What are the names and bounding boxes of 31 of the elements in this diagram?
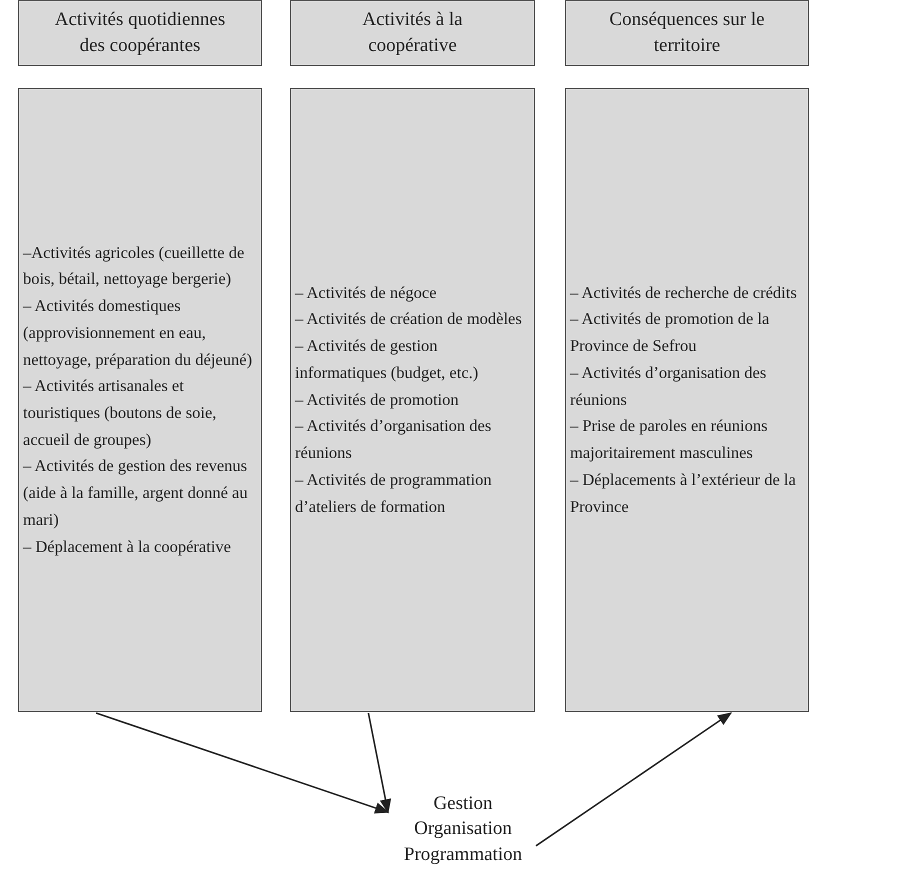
- list-item: – Déplacement à la coopérative: [23, 536, 232, 558]
- list-item: – Activités artisanales et touristiques (boutons de soie, accueil de groupes): [23, 375, 218, 451]
- column-heading: Activités à la coopérative: [361, 8, 464, 58]
- list-item: – Prise de paroles en réunions majoritairement masculines: [570, 415, 768, 464]
- outcome-label: Organisation: [414, 817, 512, 842]
- outcome-label: Programmation: [404, 842, 522, 867]
- arrow: [96, 712, 390, 814]
- list-item: –Activités agricoles (cueillette de bois, bétail, nettoyage bergerie): [23, 242, 246, 290]
- outcome-label: Gestion: [433, 792, 493, 816]
- list-item: – Activités de recherche de crédits: [570, 282, 798, 304]
- header-box: [565, 0, 809, 66]
- list-item: – Déplacements à l’extérieur de la Province: [570, 468, 797, 518]
- list-item: – Activités d’organisation des réunions: [570, 362, 768, 411]
- list-item: – Activités de programmation d’ateliers de formation: [295, 468, 493, 518]
- column-heading: Conséquences sur le territoire: [608, 8, 766, 58]
- header-box: [290, 0, 535, 66]
- list-item: – Activités de promotion: [295, 388, 460, 411]
- header-box: [18, 0, 262, 66]
- arrow: [536, 712, 732, 846]
- list-item: – Activités de gestion des revenus (aide à la famille, argent donné au mari): [23, 455, 249, 531]
- list-item: – Activités de gestion informatiques (budget, etc.): [295, 335, 480, 384]
- list-item: – Activités de création de modèles: [295, 308, 523, 330]
- list-box: [565, 88, 809, 712]
- list-item: – Activités d’organisation des réunions: [295, 415, 492, 464]
- column-heading: Activités quotidiennes des coopérantes: [54, 8, 226, 58]
- list-item: – Activités domestiques (approvisionnement en eau, nettoyage, préparation du déjeuné): [23, 295, 254, 371]
- list-item: – Activités de promotion de la Province de Sefrou: [570, 308, 770, 358]
- list-box: [290, 88, 535, 712]
- list-box: [18, 88, 262, 712]
- arrow: [368, 712, 392, 814]
- list-item: – Activités de négoce: [295, 282, 438, 304]
